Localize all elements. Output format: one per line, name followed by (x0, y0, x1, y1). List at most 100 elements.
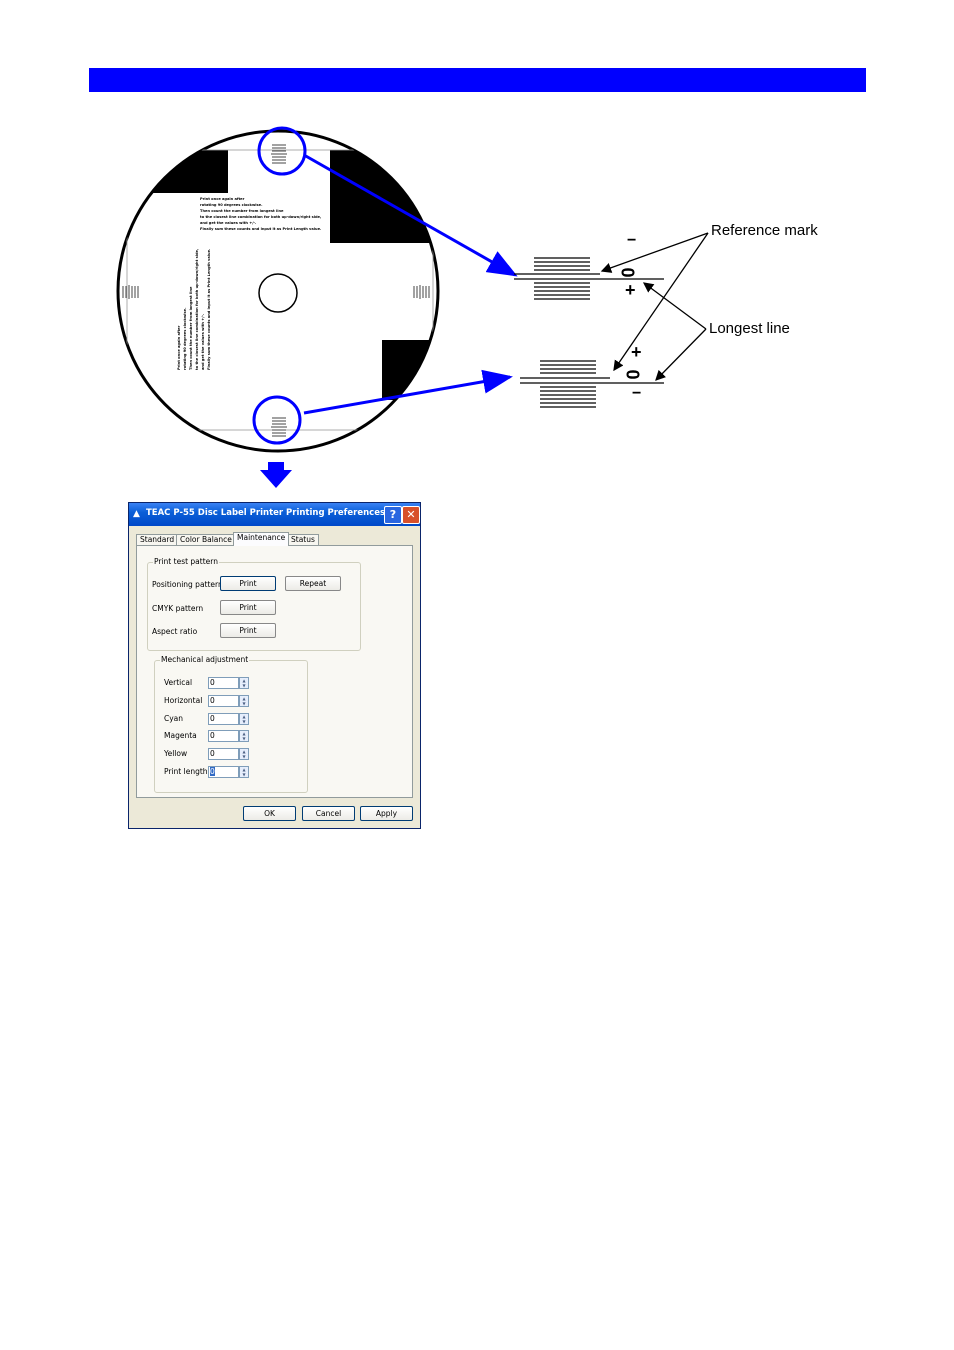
magenta-stepper[interactable]: 0 ▲▼ (208, 730, 249, 742)
cyan-label: Cyan (164, 714, 184, 723)
help-button[interactable]: ? (384, 506, 402, 524)
cmyk-pattern-label: CMYK pattern (152, 604, 204, 613)
print-test-pattern-title: Print test pattern (153, 557, 219, 566)
spin-arrows[interactable]: ▲▼ (239, 748, 249, 760)
yellow-stepper[interactable]: 0 ▲▼ (208, 748, 249, 760)
disc-text-line: and get the values with +/-. (200, 221, 256, 225)
vertical-stepper[interactable]: 0 ▲▼ (208, 677, 249, 689)
horizontal-stepper[interactable]: 0 ▲▼ (208, 695, 249, 707)
spin-up-icon[interactable]: ▲ (242, 749, 246, 754)
section-header-bar (89, 68, 866, 92)
dialog-titlebar[interactable]: ▲ TEAC P-55 Disc Label Printer Printing … (129, 503, 420, 526)
highlight-circle-bottom (252, 395, 302, 445)
zero-sign-top: 0 (618, 267, 639, 278)
zoom-arrow-bottom (303, 369, 513, 415)
magnified-pattern-bottom (520, 360, 664, 408)
disc-left-pattern (122, 285, 139, 299)
disc-center-hole (258, 273, 298, 313)
vertical-label: Vertical (164, 678, 193, 687)
tab-status[interactable]: Status (287, 534, 319, 545)
horizontal-label: Horizontal (164, 696, 203, 705)
spin-down-icon[interactable]: ▼ (242, 754, 246, 759)
aspect-print-button[interactable]: Print (220, 623, 276, 638)
printer-icon: ▲ (133, 509, 140, 519)
disc-print-diagram: Print once again after rotating 90 degre… (116, 126, 709, 488)
ref-arrow-2 (613, 232, 709, 372)
spin-arrows[interactable]: ▲▼ (239, 695, 249, 707)
tab-color-balance[interactable]: Color Balance (176, 534, 236, 545)
spin-up-icon[interactable]: ▲ (242, 731, 246, 736)
spin-up-icon[interactable]: ▲ (242, 696, 246, 701)
highlight-circle-top (257, 126, 307, 176)
disc-text-line: to the closest line combination for both… (195, 249, 199, 370)
magenta-input[interactable]: 0 (208, 730, 239, 742)
disc-text-line: Print once again after (177, 325, 181, 370)
magnified-pattern-top (514, 257, 664, 300)
spin-up-icon[interactable]: ▲ (242, 767, 246, 772)
spin-down-icon[interactable]: ▼ (242, 701, 246, 706)
down-arrow-to-dialog (260, 462, 292, 488)
spin-arrows[interactable]: ▲▼ (239, 677, 249, 689)
spin-up-icon[interactable]: ▲ (242, 714, 246, 719)
spin-arrows[interactable]: ▲▼ (239, 713, 249, 725)
zoom-arrow-top (303, 153, 518, 277)
disc-text-line: Print once again after (200, 197, 245, 201)
spin-up-icon[interactable]: ▲ (242, 678, 246, 683)
disc-text-line: Finally sum these counts and input it as… (207, 249, 211, 370)
spin-arrows[interactable]: ▲▼ (239, 766, 249, 778)
magenta-label: Magenta (164, 731, 197, 740)
horizontal-input[interactable]: 0 (208, 695, 239, 707)
spin-down-icon[interactable]: ▼ (242, 719, 246, 724)
reference-mark-label: Reference mark (711, 222, 818, 239)
mechanical-adjustment-title: Mechanical adjustment (160, 655, 250, 664)
yellow-label: Yellow (164, 749, 188, 758)
spin-arrows[interactable]: ▲▼ (239, 730, 249, 742)
print-length-value[interactable]: 0 (210, 767, 215, 776)
dialog-title: TEAC P-55 Disc Label Printer Printing Pr… (146, 508, 386, 518)
yellow-input[interactable]: 0 (208, 748, 239, 760)
disc-instruction-text: Print once again after rotating 90 degre… (200, 197, 321, 231)
close-button[interactable]: ✕ (402, 506, 420, 524)
print-test-pattern-group: Print test pattern Positioning pattern P… (147, 557, 361, 651)
positioning-pattern-label: Positioning pattern (152, 580, 223, 589)
cyan-input[interactable]: 0 (208, 713, 239, 725)
vertical-input[interactable]: 0 (208, 677, 239, 689)
tab-maintenance[interactable]: Maintenance (233, 532, 290, 546)
longest-arrow-1 (642, 282, 707, 330)
zero-sign-bottom: 0 (623, 369, 644, 380)
cyan-stepper[interactable]: 0 ▲▼ (208, 713, 249, 725)
disc-text-line: Finally sum these counts and input it as… (200, 227, 321, 231)
disc-text-line: Then count the number from longest line (200, 209, 284, 213)
ok-button[interactable]: OK (243, 806, 296, 821)
apply-button[interactable]: Apply (360, 806, 413, 821)
minus-sign-top: − (627, 232, 637, 249)
print-length-stepper[interactable]: 0 ▲▼ (208, 766, 249, 778)
print-length-label: Print length (164, 767, 208, 776)
aspect-ratio-label: Aspect ratio (152, 627, 198, 636)
minus-sign-bottom: − (632, 385, 642, 402)
longest-arrow-2 (655, 328, 707, 381)
cancel-button[interactable]: Cancel (302, 806, 355, 821)
maintenance-page: Print test pattern Positioning pattern P… (136, 545, 413, 798)
disc-bottom-pattern (271, 417, 287, 437)
disc-top-pattern (271, 144, 287, 164)
cmyk-print-button[interactable]: Print (220, 600, 276, 615)
print-length-input[interactable]: 0 (208, 766, 239, 778)
plus-sign-bottom: + (631, 342, 642, 362)
longest-line-label: Longest line (709, 320, 790, 337)
disc-text-line: and get the values with +/-. (201, 314, 205, 370)
disc-text-line: rotating 90 degrees clockwise. (183, 308, 187, 370)
disc-text-line: rotating 90 degrees clockwise. (200, 203, 262, 207)
ref-arrow-1 (600, 232, 709, 273)
positioning-print-button[interactable]: Print (220, 576, 276, 591)
repeat-button[interactable]: Repeat (285, 576, 341, 591)
spin-down-icon[interactable]: ▼ (242, 772, 246, 777)
printing-preferences-dialog: ▲ TEAC P-55 Disc Label Printer Printing … (128, 502, 421, 829)
spin-down-icon[interactable]: ▼ (242, 736, 246, 741)
disc-right-pattern (413, 285, 430, 299)
tab-standard[interactable]: Standard (136, 534, 179, 545)
disc-text-line: Then count the number from longest line (189, 286, 193, 370)
disc-instruction-text-rotated: Print once again after rotating 90 degre… (177, 249, 211, 370)
disc-text-line: to the closest line combination for both… (200, 215, 321, 219)
spin-down-icon[interactable]: ▼ (242, 683, 246, 688)
